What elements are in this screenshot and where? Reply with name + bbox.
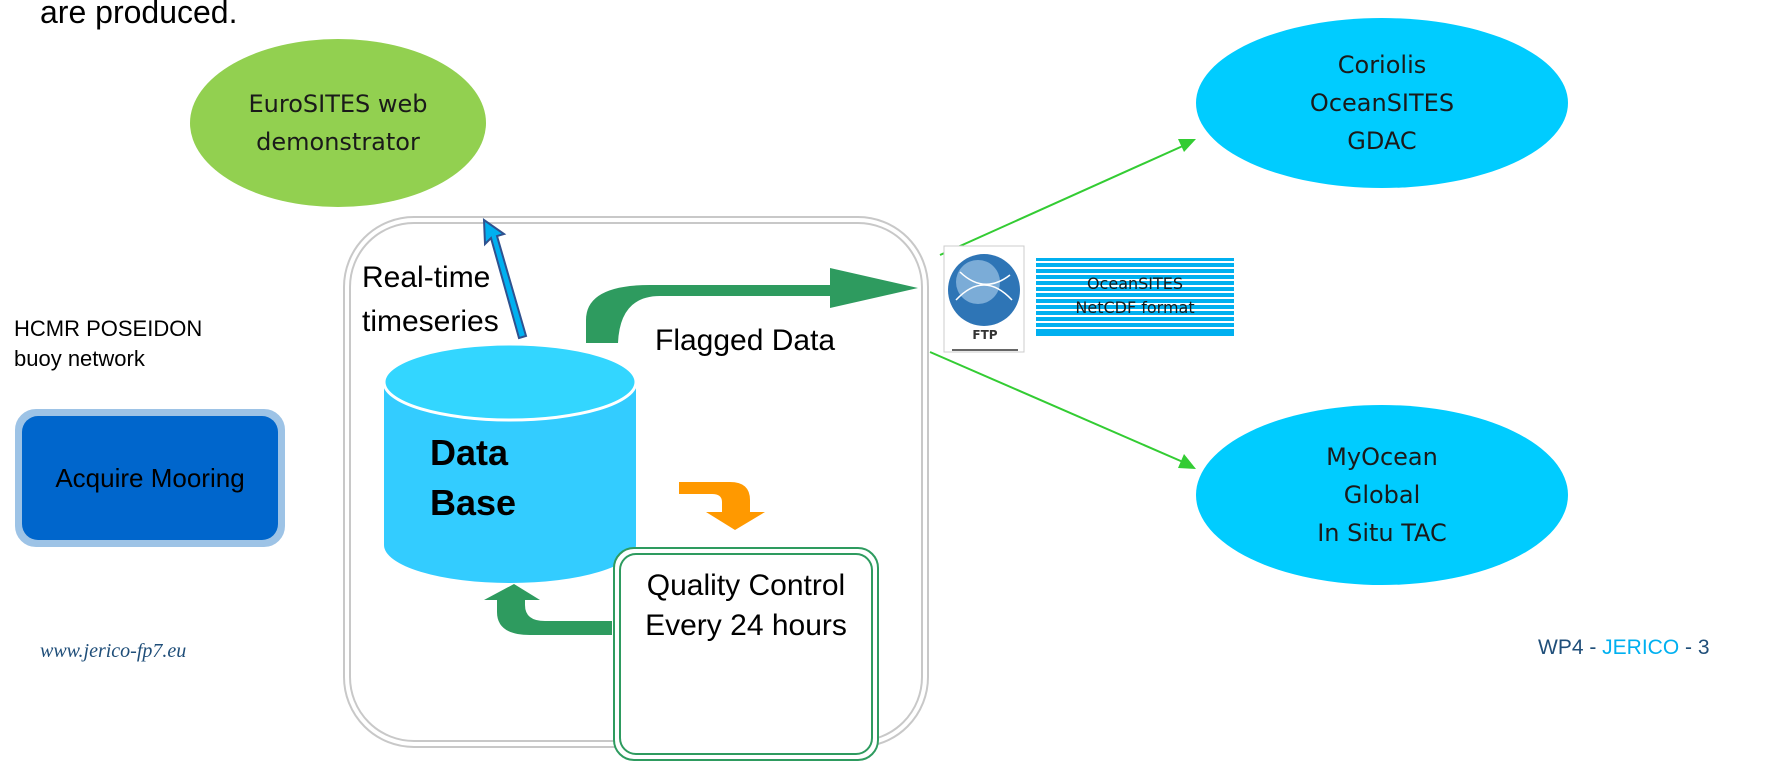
qc-box-outer (613, 547, 879, 761)
database-line1: Data (430, 432, 509, 473)
coriolis-line3: GDAC (1347, 127, 1417, 155)
realtime-label: Real-time timeseries (362, 256, 499, 344)
myocean-line3: In Situ TAC (1317, 519, 1447, 547)
footer-url[interactable]: www.jerico-fp7.eu (40, 640, 187, 662)
flagged-data-arrow (586, 268, 918, 343)
hcmr-line1: HCMR POSEIDON (14, 316, 203, 341)
qc-return-arrow (484, 584, 612, 635)
coriolis-line2: OceanSITES (1309, 89, 1455, 117)
database-cylinder-top (382, 342, 638, 422)
footer-page: - 3 (1679, 636, 1710, 659)
realtime-arrow (482, 218, 528, 340)
line-to-coriolis (939, 144, 1186, 256)
realtime-line1: Real-time (362, 261, 491, 294)
hcmr-line2: buoy network (14, 346, 145, 371)
line-to-myocean-head (1178, 454, 1196, 469)
qc-input-arrow (679, 482, 765, 530)
acquire-box (22, 416, 278, 540)
line-to-myocean (929, 351, 1184, 463)
flagged-data-label: Flagged Data (655, 324, 836, 357)
netcdf-line1: OceanSITES (1086, 274, 1184, 293)
quality-line1: Quality Control (646, 569, 846, 602)
netcdf-line2: NetCDF format (1075, 298, 1195, 317)
heading-fragment: are produced. (40, 0, 238, 30)
hcmr-label: HCMR POSEIDON buoy network (14, 314, 202, 374)
netcdf-format-label: OceanSITES NetCDF format (1036, 272, 1234, 320)
database-label: Data Base (430, 428, 516, 528)
myocean-line2: Global (1343, 481, 1421, 509)
acquire-mooring-label: Acquire Mooring (55, 462, 245, 493)
myocean-line1: MyOcean (1326, 443, 1438, 471)
footer-wp: WP4 - (1538, 636, 1603, 659)
myocean-node: MyOcean Global In Situ TAC (1196, 405, 1568, 585)
database-cylinder (384, 382, 636, 583)
qc-box-inner (619, 553, 873, 755)
database-line2: Base (430, 482, 517, 523)
eurosites-line1: EuroSITES web (248, 90, 428, 118)
footer-jerico: JERICO (1602, 636, 1680, 659)
ftp-label: FTP (972, 328, 998, 342)
footer-page-info: WP4 - JERICO - 3 (1538, 636, 1710, 660)
coriolis-line1: Coriolis (1337, 51, 1427, 79)
netcdf-format-box (1036, 258, 1234, 336)
line-to-coriolis-head (1178, 139, 1196, 152)
ftp-icon (943, 245, 1025, 353)
coriolis-node: Coriolis OceanSITES GDAC (1196, 18, 1568, 188)
quality-control-label: Quality Control Every 24 hours (620, 566, 872, 646)
quality-line2: Every 24 hours (645, 609, 847, 642)
eurosites-line2: demonstrator (256, 128, 420, 156)
realtime-line2: timeseries (362, 305, 499, 338)
eurosites-node: EuroSITES web demonstrator (190, 39, 486, 207)
